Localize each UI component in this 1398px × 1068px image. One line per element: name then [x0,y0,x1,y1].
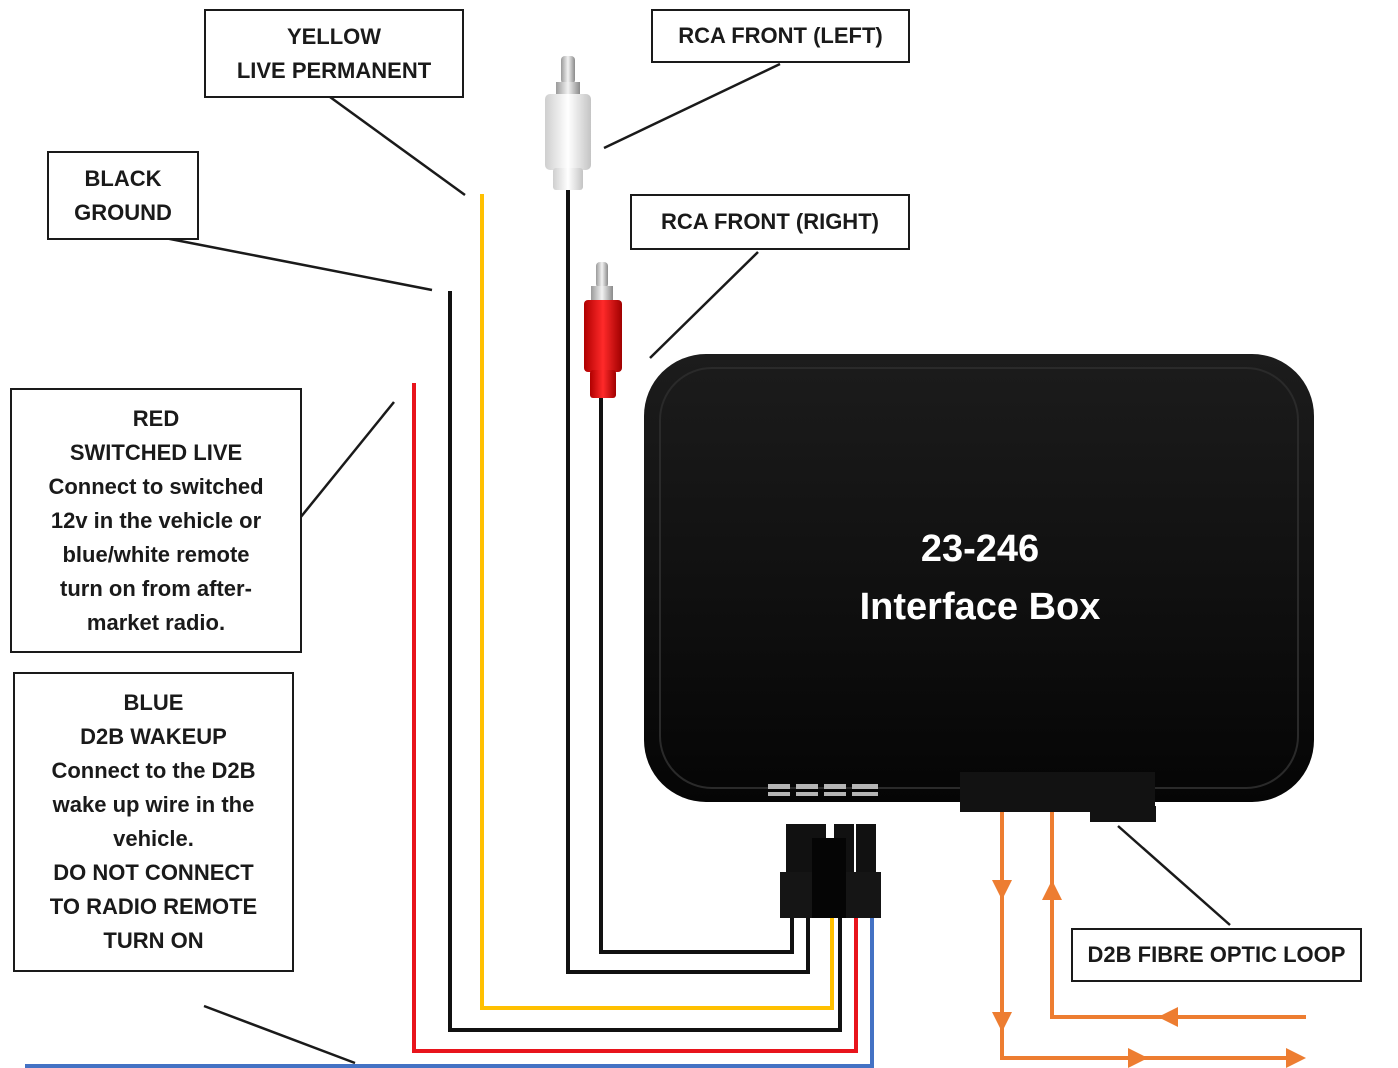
arrow-left-icon [1158,1007,1178,1027]
label-blue-line-2: D2B WAKEUP [80,724,227,749]
leader-blue [203,1004,356,1065]
blue-wire [25,915,874,1068]
label-blue: BLUE D2B WAKEUP Connect to the D2B wake … [13,672,294,972]
leader-black [164,236,433,292]
label-rca-left: RCA FRONT (LEFT) [651,9,910,63]
label-rca-right-line-1: RCA FRONT (RIGHT) [661,209,879,234]
label-yellow-line-1: YELLOW [286,23,382,49]
label-blue-line-5: vehicle. [113,826,194,851]
rca-left-plug [545,56,591,190]
leader-red [299,401,395,519]
label-blue-line-7: TO RADIO REMOTE [49,894,258,919]
fibre-connector [960,772,1155,812]
arrow-down-icon [992,880,1012,900]
label-red-line-7: market radio. [86,609,226,635]
label-red-line-5: blue/white remote [62,541,250,567]
label-blue-line-8: TURN ON [103,928,204,953]
interface-box-name: Interface Box [859,586,1101,628]
arrow-right-icon [1128,1048,1148,1068]
black-ground-wire [448,291,842,1032]
label-rca-right: RCA FRONT (RIGHT) [630,194,910,250]
interface-box-title: 23-246 Interface Box [780,520,1180,636]
label-d2b-line-1: D2B FIBRE OPTIC LOOP [1087,942,1346,967]
interface-box [644,354,1314,822]
fibre-arrows [992,880,1306,1068]
arrow-up-icon [1042,880,1062,900]
red-wire [412,383,858,1053]
wires [25,190,874,1068]
label-red-line-2: SWITCHED LIVE [69,439,243,465]
label-red-line-4: 12v in the vehicle or [50,507,262,533]
leader-lines [164,62,1231,1065]
leader-yellow [329,95,466,197]
leader-rca-left [603,62,781,150]
vent-marks [768,784,878,796]
label-yellow-line-2: LIVE PERMANENT [236,57,432,83]
label-black-line-1: BLACK [84,165,162,191]
label-d2b-fibre: D2B FIBRE OPTIC LOOP [1071,928,1362,982]
label-black-line-2: GROUND [74,199,172,225]
arrow-down-icon [992,1012,1012,1032]
label-red-line-1: RED [132,405,180,431]
yellow-wire [480,194,834,1010]
label-red-line-3: Connect to switched [48,473,264,499]
leader-rca-right [649,251,759,359]
interface-box-part-number: 23-246 [920,528,1040,570]
leader-d2b [1117,825,1231,926]
rca-right-cable [599,398,794,954]
label-blue-line-1: BLUE [123,690,184,715]
harness-connector [780,824,881,918]
label-yellow: YELLOW LIVE PERMANENT [204,9,464,98]
label-red: RED SWITCHED LIVE Connect to switched 12… [10,388,302,653]
label-blue-line-4: wake up wire in the [52,792,255,817]
rca-right-plug [584,262,622,398]
label-blue-line-3: Connect to the D2B [51,758,256,783]
label-rca-left-line-1: RCA FRONT (LEFT) [678,23,883,48]
arrow-right-icon [1286,1048,1306,1068]
label-red-line-6: turn on from after- [60,575,252,601]
rca-left-cable [566,190,810,974]
label-black: BLACK GROUND [47,151,199,240]
label-blue-line-6: DO NOT CONNECT [53,860,254,885]
